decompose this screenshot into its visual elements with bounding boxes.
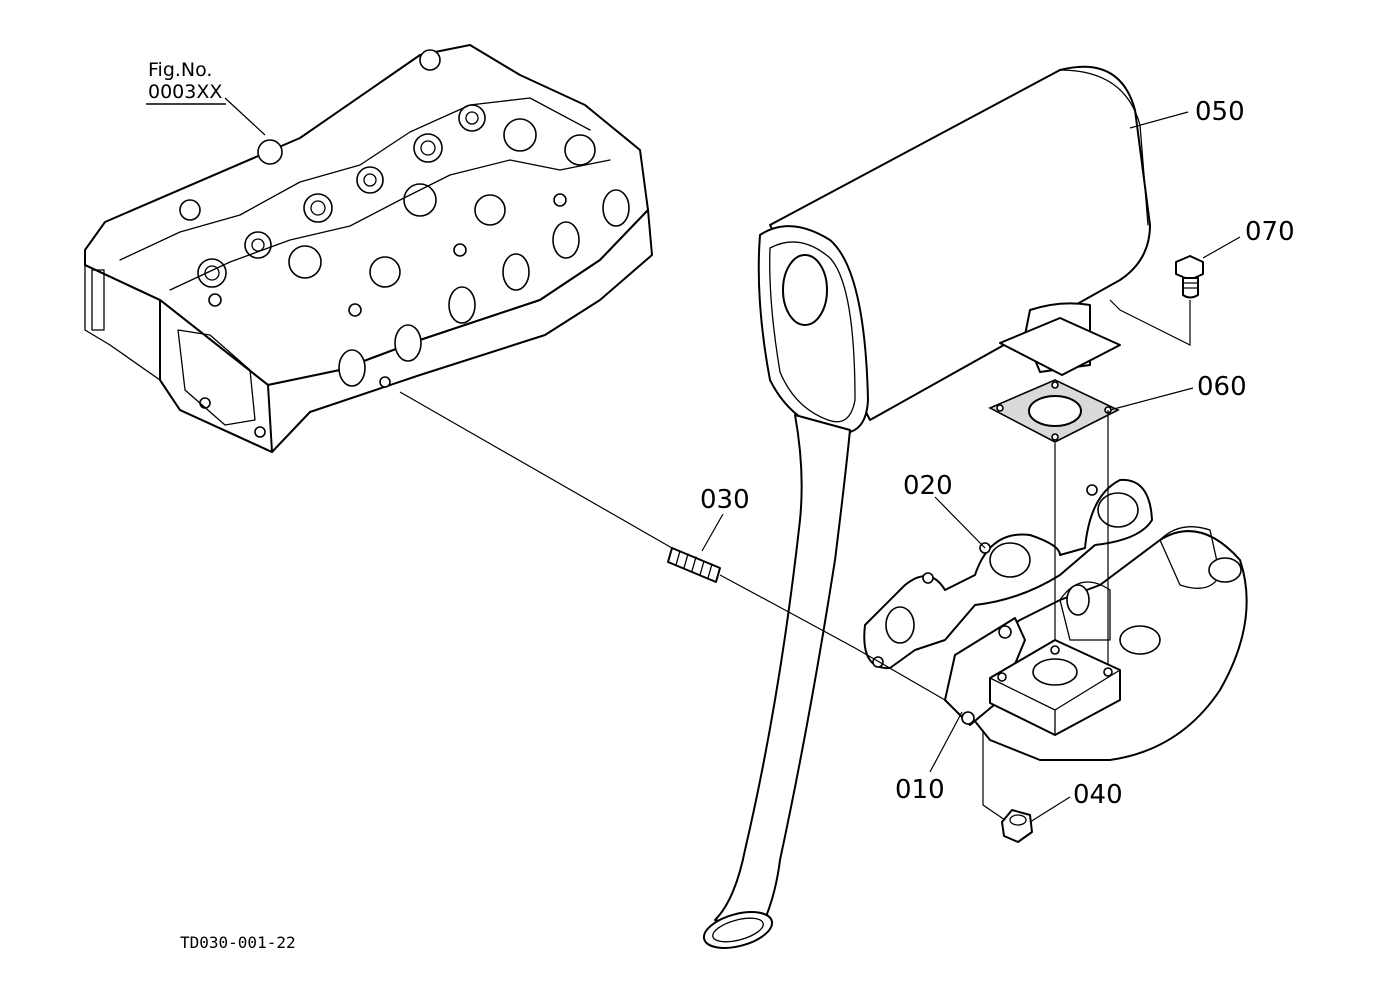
callout-030[interactable]: 030 xyxy=(700,485,750,515)
callout-050[interactable]: 050 xyxy=(1195,97,1245,127)
stud-bolt xyxy=(667,547,721,583)
muffler xyxy=(757,65,1151,435)
exhaust-manifold xyxy=(944,526,1248,761)
callout-leaders xyxy=(224,97,1241,823)
muffler-gasket xyxy=(988,379,1120,443)
callout-070[interactable]: 070 xyxy=(1245,217,1295,247)
callout-040[interactable]: 040 xyxy=(1073,780,1123,810)
assembly-lines xyxy=(399,299,1191,821)
cylinder-head xyxy=(84,44,653,453)
callout-060[interactable]: 060 xyxy=(1197,372,1247,402)
callout-010[interactable]: 010 xyxy=(895,775,945,805)
drawing-number: TD030-001-22 xyxy=(180,933,296,952)
fig-ref-label: Fig.No. xyxy=(148,59,212,81)
tail-pipe xyxy=(702,414,851,949)
fig-ref-number: 0003XX xyxy=(148,81,222,103)
callout-020[interactable]: 020 xyxy=(903,471,953,501)
bolt xyxy=(1175,255,1204,299)
nut xyxy=(1001,809,1033,843)
